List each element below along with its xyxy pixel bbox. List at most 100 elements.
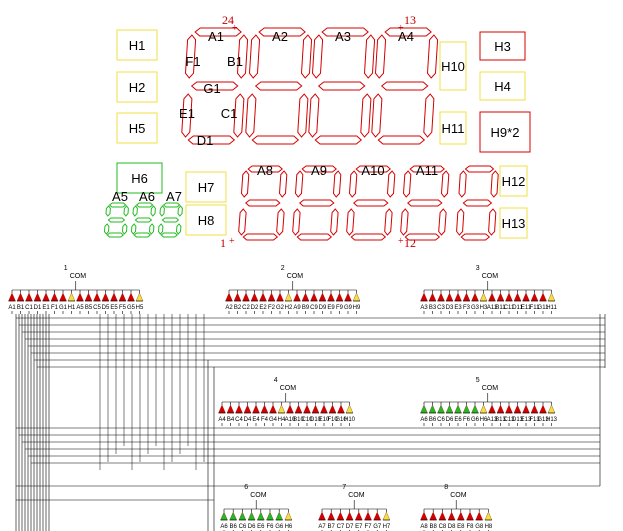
segment <box>402 170 412 198</box>
box-label: H9*2 <box>491 125 520 140</box>
segment <box>297 93 309 138</box>
led-triangle <box>242 292 250 302</box>
pin-label: E6 <box>454 417 462 423</box>
pin-label: B13 <box>495 417 506 423</box>
segment <box>240 170 250 198</box>
pin-label: E6 <box>257 524 265 530</box>
segment <box>233 93 245 138</box>
digit-label: A2 <box>272 29 288 44</box>
group-number: 2 <box>281 265 285 272</box>
com-label: COM <box>348 492 365 499</box>
segment <box>276 208 285 236</box>
led-triangle <box>218 404 226 414</box>
digit-label: A3 <box>335 29 351 44</box>
led-triangle <box>238 511 247 521</box>
pin-label: A6 <box>220 524 228 530</box>
pin-label: H6 <box>285 524 293 530</box>
segment <box>299 199 335 207</box>
led-triangle <box>547 404 556 414</box>
segment <box>159 205 165 217</box>
led-triangle <box>327 292 335 302</box>
box-label: H3 <box>494 39 511 54</box>
pin-label: F5 <box>119 305 127 311</box>
pin-label: H4 <box>278 417 286 423</box>
segment <box>105 205 111 217</box>
box-label: H10 <box>441 59 465 74</box>
pin-label: C6 <box>437 417 445 423</box>
segment <box>456 208 465 236</box>
pin-label: B6 <box>230 524 238 530</box>
top-digit-1 <box>181 27 249 145</box>
segment <box>308 93 320 138</box>
green-digit-1 <box>103 202 129 238</box>
pin-label: A2 <box>225 305 233 311</box>
pin-label: D5 <box>102 305 110 311</box>
pin-label: G6 <box>275 524 284 530</box>
led-triangle <box>33 292 42 302</box>
box-h11 <box>439 111 467 145</box>
led-triangle <box>428 292 437 302</box>
led-triangle <box>293 292 301 302</box>
segment <box>108 202 127 208</box>
segment <box>184 34 197 79</box>
pin-label: G6 <box>471 417 480 423</box>
led-triangle <box>318 511 326 521</box>
segment <box>160 232 178 238</box>
pin-label: B9 <box>302 305 310 311</box>
segment <box>133 232 151 238</box>
pin-label: B7 <box>328 524 336 530</box>
segment <box>242 233 279 241</box>
pin-label: C4 <box>235 417 243 423</box>
led-triangle <box>488 292 496 302</box>
pin-label: D8 <box>448 524 456 530</box>
led-triangle <box>320 404 328 414</box>
led-triangle <box>352 292 361 302</box>
led-triangle <box>229 511 237 521</box>
segment <box>363 34 376 79</box>
pin-label: H3 <box>480 305 488 311</box>
segment <box>488 208 497 236</box>
pin-label: C9 <box>310 305 318 311</box>
pin-label: A8 <box>420 524 428 530</box>
segment <box>148 223 155 235</box>
led-triangle <box>484 511 493 521</box>
led-triangle <box>257 511 265 521</box>
segment <box>236 34 249 79</box>
pin-label: A3 <box>420 305 428 311</box>
wiring-bus <box>15 314 606 531</box>
pin-label: C5 <box>93 305 101 311</box>
segment <box>386 170 396 198</box>
group-number: 5 <box>476 377 480 384</box>
pin-label: G4 <box>269 417 278 423</box>
led-triangle <box>428 404 437 414</box>
box-label: H5 <box>129 121 146 136</box>
led-triangle <box>496 292 505 302</box>
led-triangle <box>303 404 311 414</box>
mid-digit-3 <box>346 165 396 241</box>
led-triangle <box>420 511 428 521</box>
com-label: COM <box>250 492 267 499</box>
led-triangle <box>420 404 428 414</box>
led-triangle <box>243 404 252 414</box>
pin-label: G3 <box>471 305 480 311</box>
led-triangle <box>337 404 345 414</box>
pin-label: C2 <box>242 305 250 311</box>
led-triangle <box>259 292 267 302</box>
led-triangle <box>462 404 471 414</box>
pin-label: C6 <box>239 524 247 530</box>
led-triangle <box>355 511 363 521</box>
led-triangle <box>336 511 345 521</box>
segment <box>106 232 124 238</box>
segment <box>314 135 363 145</box>
segment <box>123 205 129 217</box>
led-triangle <box>328 404 337 414</box>
top-digit-2 <box>245 27 313 145</box>
digit-label: A8 <box>257 163 273 178</box>
led-triangle <box>475 511 483 521</box>
digit-label: A9 <box>311 163 327 178</box>
led-triangle <box>505 292 513 302</box>
pin-label: E13 <box>521 417 532 423</box>
pin-label: F8 <box>466 524 474 530</box>
digit-label: A10 <box>361 163 384 178</box>
